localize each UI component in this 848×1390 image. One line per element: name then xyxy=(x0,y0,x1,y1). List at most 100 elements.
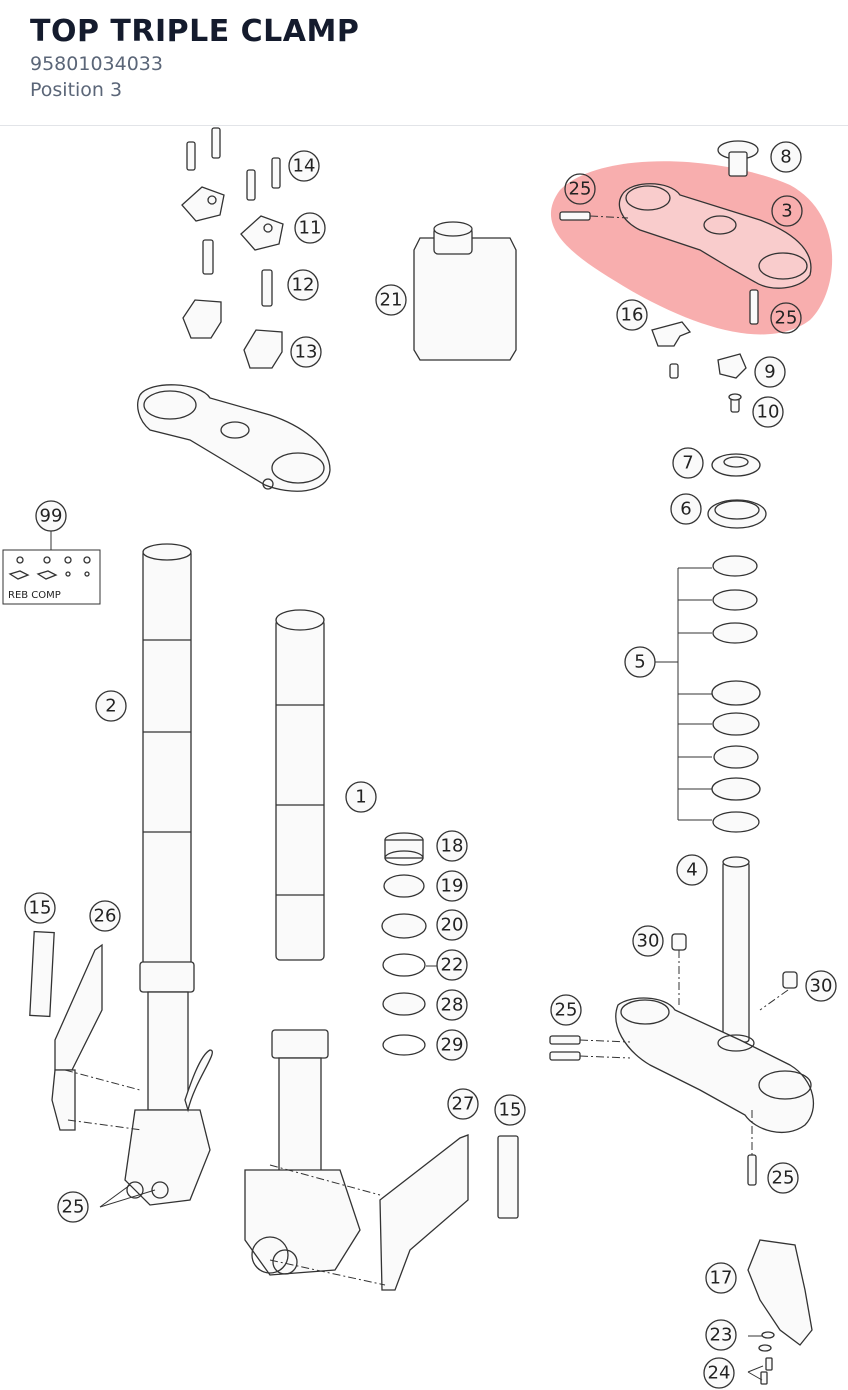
callout-25-right[interactable]: 25 xyxy=(770,302,802,334)
bracket-16[interactable] xyxy=(651,321,692,347)
fork-leg-2[interactable] xyxy=(124,543,213,1206)
callout-3[interactable]: 3 xyxy=(771,195,803,227)
svg-text:10: 10 xyxy=(757,402,780,423)
callout-25-bottom[interactable]: 25 xyxy=(767,1162,799,1194)
callout-8[interactable]: 8 xyxy=(770,141,802,173)
svg-text:18: 18 xyxy=(441,836,464,857)
stem-triple-clamp[interactable] xyxy=(615,856,814,1134)
seal-6[interactable] xyxy=(707,499,767,529)
clamp-part-11a[interactable] xyxy=(181,186,225,222)
bolt-group-14[interactable] xyxy=(186,127,281,201)
screw-10[interactable] xyxy=(728,393,742,413)
part-number: 95801034033 xyxy=(30,53,163,75)
svg-text:26: 26 xyxy=(94,906,117,927)
callout-4[interactable]: 4 xyxy=(676,854,708,886)
pad-15-left[interactable] xyxy=(29,930,55,1018)
svg-text:25: 25 xyxy=(555,1000,578,1021)
callout-12[interactable]: 12 xyxy=(287,269,319,301)
svg-text:20: 20 xyxy=(441,915,464,936)
triple-clamp-left[interactable] xyxy=(137,384,331,492)
callout-21[interactable]: 21 xyxy=(375,284,407,316)
callout-2[interactable]: 2 xyxy=(95,690,127,722)
callout-27[interactable]: 27 xyxy=(447,1088,479,1120)
callout-13[interactable]: 13 xyxy=(290,336,322,368)
bolt-25-top[interactable] xyxy=(559,211,759,325)
callout-25-stem[interactable]: 25 xyxy=(550,994,582,1026)
callout-9[interactable]: 9 xyxy=(754,356,786,388)
svg-text:17: 17 xyxy=(710,1268,733,1289)
svg-text:30: 30 xyxy=(810,976,833,997)
clamp-part-13[interactable] xyxy=(182,299,283,369)
svg-text:25: 25 xyxy=(62,1197,85,1218)
svg-text:27: 27 xyxy=(452,1094,475,1115)
callout-29[interactable]: 29 xyxy=(436,1029,468,1061)
callout-15-right[interactable]: 15 xyxy=(494,1094,526,1126)
nut-8[interactable] xyxy=(717,140,759,177)
bearing-stack-5[interactable] xyxy=(655,555,761,833)
position-label: Position 3 xyxy=(30,79,123,101)
guard-26[interactable] xyxy=(51,943,143,1131)
callout-20[interactable]: 20 xyxy=(436,909,468,941)
svg-text:9: 9 xyxy=(764,362,775,383)
bolts-25-clamp[interactable] xyxy=(549,1035,757,1186)
callout-99[interactable]: 99 xyxy=(35,500,67,532)
guard-27[interactable] xyxy=(269,1134,469,1291)
callout-10[interactable]: 10 xyxy=(752,396,784,428)
kit-box-99[interactable]: REB COMP xyxy=(2,530,101,605)
svg-text:14: 14 xyxy=(293,156,316,177)
svg-text:5: 5 xyxy=(634,652,645,673)
pad-15-right[interactable] xyxy=(497,1135,519,1219)
callout-22[interactable]: 22 xyxy=(436,949,468,981)
svg-text:7: 7 xyxy=(682,453,693,474)
svg-text:16: 16 xyxy=(621,305,644,326)
bearing-7[interactable] xyxy=(711,453,761,477)
clamp-part-11[interactable] xyxy=(240,215,284,251)
svg-text:21: 21 xyxy=(380,290,403,311)
callout-15-left[interactable]: 15 xyxy=(24,892,56,924)
cover-17[interactable] xyxy=(747,1239,813,1385)
callout-19[interactable]: 19 xyxy=(436,870,468,902)
screws-30[interactable] xyxy=(671,933,798,1011)
callout-26[interactable]: 26 xyxy=(89,900,121,932)
svg-text:15: 15 xyxy=(29,898,52,919)
callout-7[interactable]: 7 xyxy=(672,447,704,479)
callout-14[interactable]: 14 xyxy=(288,150,320,182)
kit-label: REB COMP xyxy=(8,590,61,601)
svg-text:28: 28 xyxy=(441,995,464,1016)
callout-18[interactable]: 18 xyxy=(436,830,468,862)
callout-17[interactable]: 17 xyxy=(705,1262,737,1294)
callout-16[interactable]: 16 xyxy=(616,299,648,331)
fork-leg-1[interactable] xyxy=(244,609,361,1276)
clip-9[interactable] xyxy=(669,353,747,379)
exploded-parts-diagram: REB COMP xyxy=(2,127,837,1389)
callout-25-top[interactable]: 25 xyxy=(564,173,596,205)
callout-1[interactable]: 1 xyxy=(345,781,377,813)
svg-text:22: 22 xyxy=(441,955,464,976)
header: TOP TRIPLE CLAMP 95801034033 Position 3 xyxy=(0,0,848,126)
callout-30-right[interactable]: 30 xyxy=(805,970,837,1002)
svg-text:19: 19 xyxy=(441,876,464,897)
callout-25-fork[interactable]: 25 xyxy=(57,1191,89,1223)
svg-text:29: 29 xyxy=(441,1035,464,1056)
svg-text:12: 12 xyxy=(292,275,315,296)
page-title: TOP TRIPLE CLAMP xyxy=(30,14,360,49)
callout-11[interactable]: 11 xyxy=(294,212,326,244)
svg-text:8: 8 xyxy=(780,147,791,168)
top-triple-clamp[interactable] xyxy=(618,183,812,289)
leader-lines xyxy=(99,965,764,1381)
fork-internals[interactable] xyxy=(381,832,427,1056)
oil-bottle[interactable] xyxy=(413,221,517,361)
callout-24[interactable]: 24 xyxy=(703,1357,735,1389)
svg-text:25: 25 xyxy=(569,179,592,200)
callout-28[interactable]: 28 xyxy=(436,989,468,1021)
svg-text:23: 23 xyxy=(710,1325,733,1346)
callout-6[interactable]: 6 xyxy=(670,493,702,525)
bolt-12[interactable] xyxy=(202,239,273,307)
svg-text:25: 25 xyxy=(772,1168,795,1189)
callout-23[interactable]: 23 xyxy=(705,1319,737,1351)
callouts: 14 11 12 13 21 8 25 3 25 16 9 10 7 6 99 … xyxy=(24,141,837,1389)
callout-30-left[interactable]: 30 xyxy=(632,925,664,957)
svg-text:4: 4 xyxy=(686,860,697,881)
svg-text:1: 1 xyxy=(355,787,366,808)
callout-5[interactable]: 5 xyxy=(624,646,656,678)
